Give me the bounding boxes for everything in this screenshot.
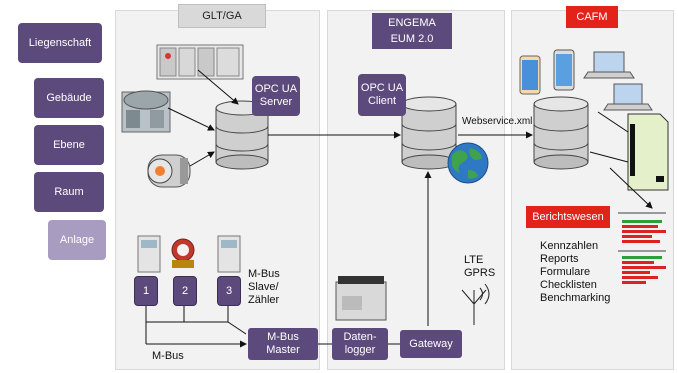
boiler-image <box>147 154 191 188</box>
slave-label: 3 <box>225 285 233 297</box>
laptop-icon <box>603 83 653 111</box>
meter-device-image <box>137 235 161 273</box>
mbus-master-line2: Master <box>266 344 300 356</box>
berichtswesen-item: Checklisten <box>540 279 597 291</box>
mbus-slave-1[interactable]: 1 <box>134 276 158 306</box>
berichtswesen-badge[interactable]: Berichtswesen <box>526 206 610 228</box>
mbus-slave-label: M-Bus Slave/ Zähler <box>248 268 280 306</box>
opc-ua-server-line2: Server <box>259 96 293 108</box>
slave-label: 1 <box>142 285 150 297</box>
opc-ua-server-line1: OPC UA <box>254 83 298 95</box>
mbus-slave-2[interactable]: 2 <box>173 276 197 306</box>
sidebar-item-label: Raum <box>54 186 84 198</box>
smartphone-icon <box>553 49 575 91</box>
mbus-master-node[interactable]: M-Bus Master <box>248 328 318 360</box>
connector-device <box>589 151 629 163</box>
database-glt <box>215 100 269 170</box>
mbus-slave-3[interactable]: 3 <box>217 276 241 306</box>
globe-icon <box>447 142 489 184</box>
opc-ua-client-node[interactable]: OPC UA Client <box>358 74 406 116</box>
connector-device <box>597 111 629 133</box>
berichtswesen-item: Kennzahlen <box>540 240 599 252</box>
header-engema: ENGEMA EUM 2.0 <box>372 13 452 49</box>
mbus-master-line1: M-Bus <box>267 331 299 343</box>
sidebar-item-label: Ebene <box>53 139 85 151</box>
datenlogger-node[interactable]: Daten- logger <box>332 328 388 360</box>
header-engema-line2: EUM 2.0 <box>390 33 434 45</box>
datenlogger-line1: Daten- <box>343 331 377 343</box>
opc-ua-server-node[interactable]: OPC UA Server <box>252 76 300 116</box>
connectors <box>145 69 533 348</box>
sidebar-item-label: Anlage <box>59 234 95 246</box>
water-meter-image <box>171 238 195 268</box>
antenna-icon <box>461 283 490 325</box>
arrow-to-report <box>609 167 653 209</box>
berichtswesen-item: Benchmarking <box>540 292 611 304</box>
meter-device-image <box>217 235 241 273</box>
webservice-label: Webservice.xml <box>462 116 533 127</box>
lte-gprs-label: LTE GPRS <box>464 254 496 279</box>
sidebar-item-label: Gebäude <box>46 92 92 104</box>
header-glt: GLT/GA <box>178 4 266 28</box>
mbus-bus-label: M-Bus <box>152 350 184 362</box>
datenlogger-device-image <box>335 276 387 321</box>
slave-label: 2 <box>181 285 189 297</box>
gateway-node[interactable]: Gateway <box>400 330 462 358</box>
datenlogger-line2: logger <box>344 344 376 356</box>
berichtswesen-list: Kennzahlen Reports Formulare Checklisten… <box>540 240 610 305</box>
header-engema-line1: ENGEMA <box>388 17 436 29</box>
report-chart-thumbnail <box>618 212 666 284</box>
sidebar-item-gebaeude[interactable]: Gebäude <box>34 78 104 118</box>
sidebar-item-raum[interactable]: Raum <box>34 172 104 212</box>
database-engema <box>401 96 457 170</box>
ahu-unit-image <box>156 44 244 80</box>
sidebar-item-liegenschaft[interactable]: Liegenschaft <box>18 23 102 63</box>
header-cafm: CAFM <box>566 6 618 28</box>
opc-ua-client-line2: Client <box>367 95 397 107</box>
sidebar-item-anlage[interactable]: Anlage <box>48 220 106 260</box>
berichtswesen-item: Formulare <box>540 266 591 278</box>
berichtswesen-item: Reports <box>540 253 579 265</box>
chiller-image <box>121 90 171 133</box>
sidebar-item-ebene[interactable]: Ebene <box>34 125 104 165</box>
laptop-icon <box>583 51 635 79</box>
smartphone-icon <box>519 55 541 95</box>
database-cafm <box>533 96 589 170</box>
sidebar-item-label: Liegenschaft <box>28 37 92 49</box>
opc-ua-client-line1: OPC UA <box>360 82 404 94</box>
document-icon <box>627 113 669 191</box>
gateway-label: Gateway <box>409 338 453 350</box>
